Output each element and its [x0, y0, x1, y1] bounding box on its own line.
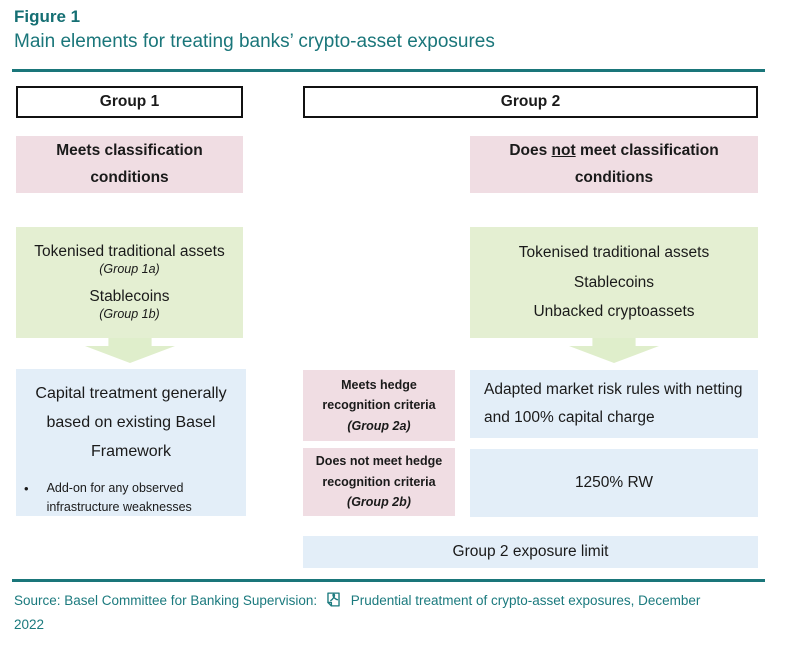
market-risk-text: Adapted market risk rules with netting a… [484, 381, 743, 426]
group2-asset-tokenised: Tokenised traditional assets [518, 244, 710, 262]
pdf-icon[interactable] [325, 591, 342, 614]
group2-down-arrow-icon [569, 338, 659, 363]
figure-label: Figure 1 [14, 7, 81, 26]
group1-down-arrow-icon [85, 338, 175, 363]
group1-header-box: Group 1 [16, 86, 243, 118]
group1-classification-box: Meets classification conditions [16, 136, 243, 193]
exposure-limit-box: Group 2 exposure limit [303, 536, 758, 568]
group2-asset-unbacked: Unbacked cryptoassets [533, 303, 695, 321]
source-link[interactable]: Prudential treatment of crypto-asset exp… [14, 593, 701, 632]
group2-header-label: Group 2 [500, 93, 561, 110]
group2-classification-text: Does not meet classification conditions [509, 142, 719, 186]
group2b-label: (Group 2b) [347, 495, 411, 510]
hedge-not-box: Does not meet hedge recognition criteria… [303, 448, 455, 516]
exposure-limit-text: Group 2 exposure limit [452, 543, 609, 560]
group1-treatment-box: Capital treatment generally based on exi… [16, 369, 246, 516]
bullet-icon: • [24, 481, 29, 496]
bottom-divider [12, 579, 765, 582]
underlined-not: not [551, 142, 576, 160]
source-prefix: Source: Basel Committee for Banking Supe… [14, 593, 318, 608]
hedge-meets-box: Meets hedge recognition criteria (Group … [303, 370, 455, 441]
group1-treatment-bullet: • Add-on for any observed infrastructure… [8, 479, 254, 517]
group1-bullet-text: Add-on for any observed infrastructure w… [46, 481, 192, 514]
figure-title: Main elements for treating banks’ crypto… [14, 31, 495, 52]
group2-classification-box: Does not meet classification conditions [470, 136, 758, 193]
group1-asset-stablecoins: Stablecoins (Group 1b) [89, 288, 170, 322]
group2a-label: (Group 2a) [347, 418, 411, 433]
group1-classification-text: Meets classification conditions [56, 142, 203, 186]
hedge-meets-text: Meets hedge recognition criteria [322, 377, 436, 413]
risk-weight-box: 1250% RW [470, 449, 758, 517]
group1-header-label: Group 1 [99, 93, 160, 110]
group1-treatment-text: Capital treatment generally based on exi… [35, 385, 227, 460]
risk-weight-text: 1250% RW [574, 474, 654, 491]
hedge-not-text: Does not meet hedge recognition criteria… [315, 454, 443, 510]
market-risk-box: Adapted market risk rules with netting a… [470, 370, 758, 438]
group2-header-box: Group 2 [303, 86, 758, 118]
group2-asset-stablecoins: Stablecoins [573, 273, 655, 291]
source-note: Source: Basel Committee for Banking Supe… [14, 590, 720, 635]
group2-assets-box: Tokenised traditional assets Stablecoins… [470, 227, 758, 338]
group1-assets-box: Tokenised traditional assets (Group 1a) … [16, 227, 243, 338]
top-divider [12, 69, 765, 72]
group1b-label: (Group 1b) [99, 307, 160, 322]
group1-asset-tokenised: Tokenised traditional assets (Group 1a) [34, 243, 225, 277]
group1a-label: (Group 1a) [99, 262, 160, 277]
